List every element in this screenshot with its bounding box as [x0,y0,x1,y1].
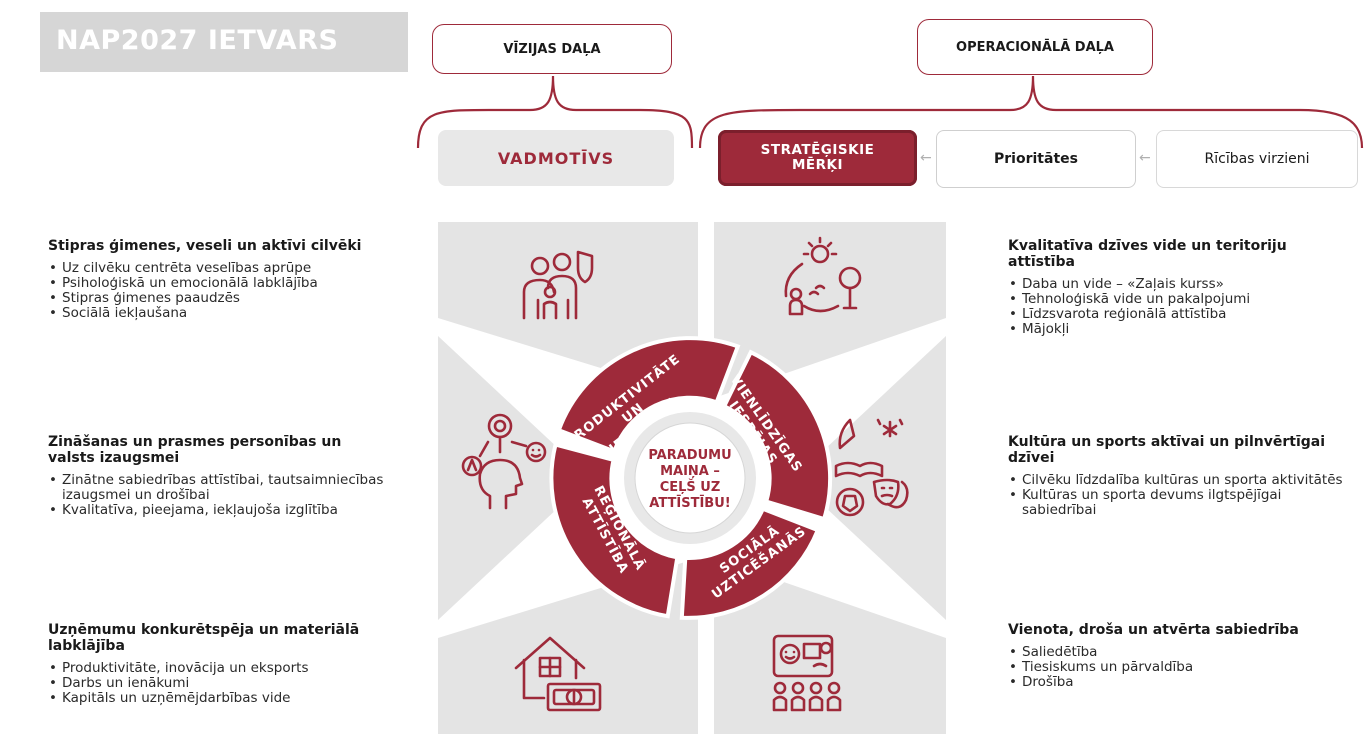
segment-productivity [556,336,741,455]
priority-block-right-3: Vienota, droša un atvērta sabiedrība Sal… [1008,622,1358,690]
action-lines-tile: Rīcības virzieni [1156,130,1358,188]
arrow-left-icon: ← [1139,150,1151,166]
vision-brace [416,75,694,149]
priority-block-left-1: Stipras ģimenes, veseli un aktīvi cilvēk… [48,238,388,321]
nature-icon [784,236,862,316]
list-item: Drošība [1008,675,1358,691]
house-money-icon [514,636,602,712]
list-item: Mājokļi [1008,322,1358,338]
list-item: Daba un vide – «Zaļais kurss» [1008,277,1358,293]
vadmotivs-label: VADMOTĪVS [497,148,615,168]
vadmotivs-tile: VADMOTĪVS [438,130,674,186]
priority-block-left-2: Zināšanas un prasmes personības un valst… [48,434,388,518]
center-text-2: MAIŅA – [660,464,720,479]
center-text-4: ATTĪSTĪBU! [649,496,730,511]
priorities-tile: Prioritātes [936,130,1136,188]
title-banner: NAP2027 IETVARS [40,12,408,72]
family-icon [522,250,594,320]
priority-block-left-3: Uzņēmumu konkurētspēja un materiālā labk… [48,622,388,706]
list-item: Zinātne sabiedrības attīstībai, tautsaim… [48,473,388,503]
page-title: NAP2027 IETVARS [56,25,339,56]
priority-title: Kvalitatīva dzīves vide un teritoriju at… [1008,238,1287,270]
priority-title: Uzņēmumu konkurētspēja un materiālā labk… [48,622,360,654]
vision-part-box: VĪZIJAS DAĻA [432,24,672,74]
list-item: Saliedētība [1008,645,1358,661]
list-item: Stipras ģimenes paaudzēs [48,291,388,307]
segment-equal-opportunities [721,349,833,522]
list-item: Darbs un ienākumi [48,676,388,692]
community-icon [772,634,842,712]
panel-mid-left [438,336,590,620]
list-item: Tehnoloģiskā vide un pakalpojumi [1008,292,1358,308]
arrow-left-icon: ← [920,150,932,166]
priority-title: Vienota, droša un atvērta sabiedrība [1008,622,1299,638]
priorities-label: Prioritātes [994,151,1078,167]
operational-part-box: OPERACIONĀLĀ DAĻA [917,19,1153,75]
operational-part-label: OPERACIONĀLĀ DAĻA [956,39,1114,55]
list-item: Līdzsvarota reģionālā attīstība [1008,307,1358,323]
strategic-goals-tile: STRATĒĢISKIE MĒRĶI [718,130,917,186]
list-item: Tiesiskums un pārvaldība [1008,660,1358,676]
segment-social-trust [679,506,821,620]
priority-title: Stipras ģimenes, veseli un aktīvi cilvēk… [48,238,362,254]
segment-regional [549,442,680,619]
operational-brace [698,75,1364,149]
strategic-goals-label: STRATĒĢISKIE MĒRĶI [760,142,875,173]
knowledge-icon [461,413,547,510]
ring-segments [549,336,833,620]
priority-title: Zināšanas un prasmes personības un valst… [48,434,342,466]
list-item: Cilvēku līdzdalība kultūras un sporta ak… [1008,473,1358,489]
list-item: Psiholoģiskā un emocionālā labklājība [48,276,388,292]
brace-connectors [416,75,1364,149]
center-text-1: PARADUMU [648,448,731,463]
action-lines-label: Rīcības virzieni [1204,151,1310,167]
list-item: Uz cilvēku centrēta veselības aprūpe [48,261,388,277]
list-item: Kvalitatīva, pieejama, iekļaujoša izglīt… [48,503,388,519]
priority-block-right-1: Kvalitatīva dzīves vide un teritoriju at… [1008,238,1358,337]
priority-block-right-2: Kultūra un sports aktīvai un pilnvērtīga… [1008,434,1358,518]
priority-title: Kultūra un sports aktīvai un pilnvērtīga… [1008,434,1326,466]
list-item: Sociālā iekļaušana [48,306,388,322]
list-item: Kapitāls un uzņēmējdarbības vide [48,691,388,707]
list-item: Kultūras un sporta devums ilgtspējīgai s… [1008,488,1358,518]
center-text-3: CEĻŠ UZ [660,479,721,495]
panel-mid-right [794,336,946,620]
vision-part-label: VĪZIJAS DAĻA [503,41,601,57]
list-item: Produktivitāte, inovācija un eksports [48,661,388,677]
wheel-diagram: PARADUMU MAIŅA – CEĻŠ UZ ATTĪSTĪBU! PROD… [438,222,946,734]
culture-sport-icon [834,418,909,517]
